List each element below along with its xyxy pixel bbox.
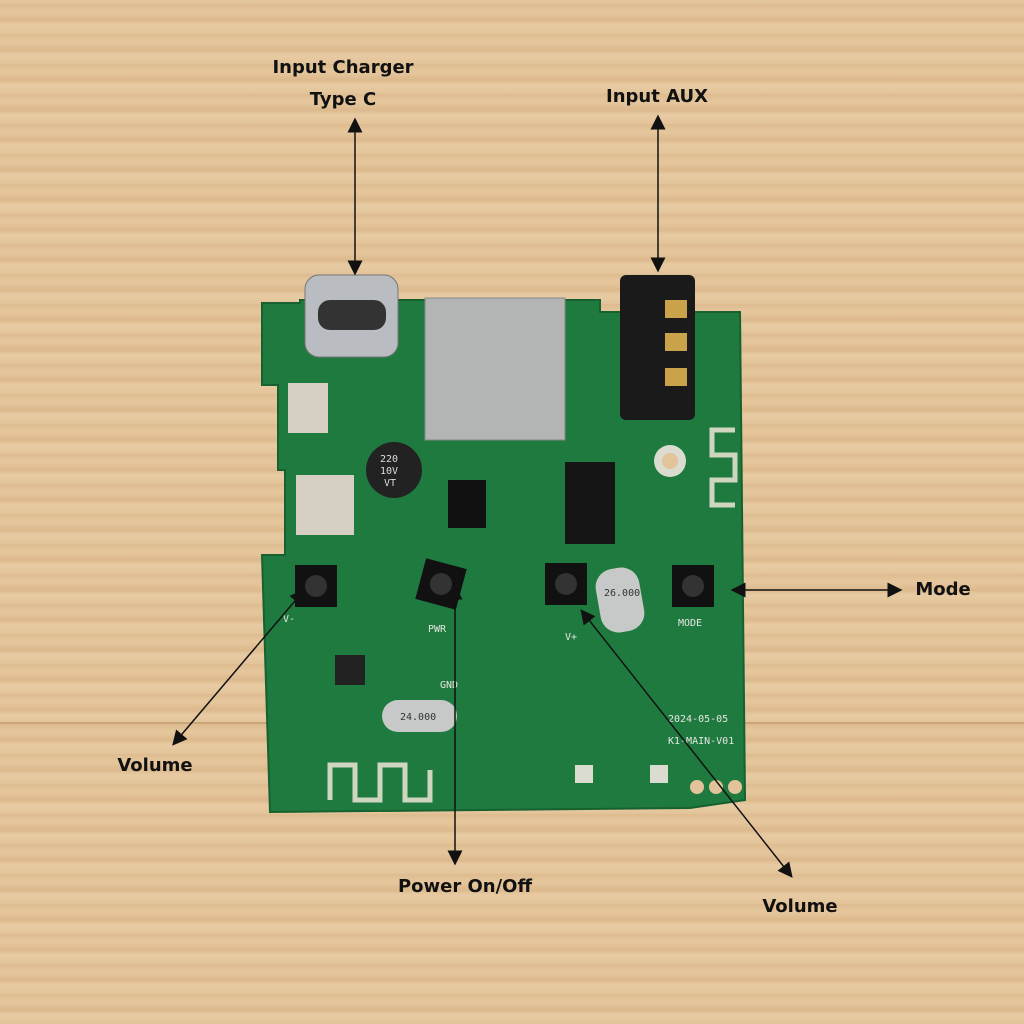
chip — [335, 655, 365, 685]
silk-cap: 10V — [380, 466, 398, 477]
antenna-trace — [709, 427, 738, 508]
sd-card-slot — [424, 297, 566, 441]
button-volume-plus — [545, 563, 587, 605]
label-charger: Input Charger Type C — [243, 52, 443, 116]
crystal — [382, 700, 457, 732]
label-volume-right: Volume — [762, 896, 838, 917]
silk-mode: MODE — [678, 618, 702, 629]
silk-vplus: V+ — [565, 632, 577, 643]
label-mode: Mode — [915, 579, 971, 600]
label-charger-line2: Type C — [309, 89, 377, 110]
label-aux: Input AUX — [606, 86, 708, 107]
silk-board: K1-MAIN-V01 — [668, 736, 734, 747]
silk-crystal: 26.000 — [604, 588, 640, 599]
label-power: Power On/Off — [397, 876, 533, 897]
label-volume-left: Volume — [117, 755, 193, 776]
capacitor — [366, 442, 422, 498]
button-volume-minus — [295, 565, 337, 607]
chip — [448, 480, 486, 528]
button-mode — [672, 565, 714, 607]
connector — [288, 383, 328, 433]
antenna-trace — [327, 762, 433, 803]
silk-vminus: V- — [283, 614, 295, 625]
silk-crystal: 24.000 — [400, 712, 436, 723]
arrow-volume-left — [172, 589, 305, 746]
silk-cap: VT — [384, 478, 396, 489]
arrow-volume-right — [580, 609, 793, 878]
silk-pwr: PWR — [428, 624, 447, 635]
label-charger-line1: Input Charger — [272, 57, 414, 78]
chip — [565, 462, 615, 544]
connector — [296, 475, 354, 535]
silk-date: 2024-05-05 — [668, 714, 728, 725]
silk-cap: 220 — [380, 454, 398, 465]
